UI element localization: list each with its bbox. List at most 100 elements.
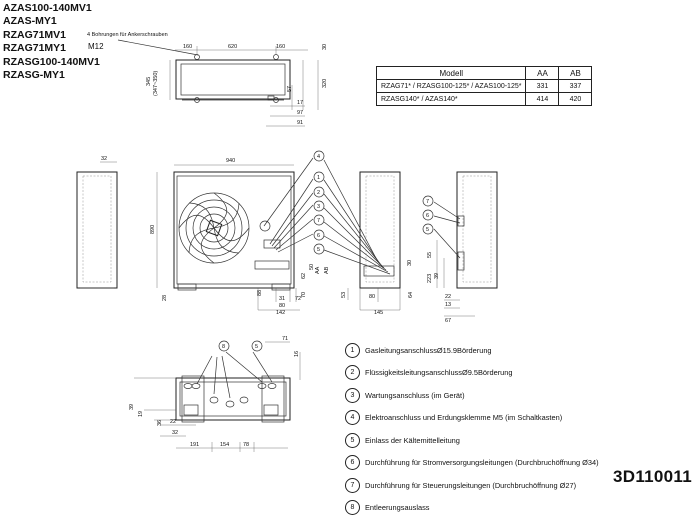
dim-label: 160	[276, 44, 285, 50]
dim-label: 57	[287, 86, 293, 92]
dim-label: 91	[297, 120, 303, 126]
legend-number-badge: 6	[345, 455, 360, 470]
front-view: 940 890 28 88 31 80 72 142 62 50 70 AA A…	[150, 151, 330, 316]
dim-label: 39	[434, 273, 440, 279]
svg-text:6: 6	[426, 213, 429, 219]
bottom-view: 8 5 71 16 39 19 36 22 32 191 154 78	[129, 336, 300, 452]
legend-item: 7 Durchführung für Steuerungsleitungen (…	[345, 474, 599, 497]
dim-label: 62	[301, 273, 307, 279]
callout-8: 8	[219, 341, 229, 351]
svg-text:2: 2	[317, 190, 320, 196]
legend-item: 6 Durchführung für Stromversorgungsleitu…	[345, 452, 599, 475]
anchor-hole	[274, 55, 279, 60]
dim-label: 55	[427, 252, 433, 258]
dim-label: 320	[322, 79, 328, 88]
dim-label: 28	[162, 295, 168, 301]
dim-label: 16	[294, 351, 300, 357]
dim-label: 223	[427, 274, 433, 283]
svg-text:3: 3	[317, 204, 320, 210]
legend-number-badge: 7	[345, 478, 360, 493]
legend-number-badge: 2	[345, 365, 360, 380]
svg-text:5: 5	[255, 344, 258, 350]
dim-label: 32	[101, 156, 107, 162]
callout-5: 5	[252, 341, 262, 351]
dim-label: 80	[279, 303, 285, 309]
dim-label: 17	[297, 100, 303, 106]
legend-text: Durchführung für Steuerungsleitungen (Du…	[365, 481, 576, 490]
legend-text: Wartungsanschluss (im Gerät)	[365, 391, 465, 400]
dim-label: 19	[138, 411, 144, 417]
dim-label: AB	[324, 266, 330, 274]
callout-7: 7	[423, 196, 433, 206]
dim-label: 78	[243, 442, 249, 448]
dim-label: 88	[257, 290, 263, 296]
legend-item: 1 GasleitungsanschlussØ15.9Börderung	[345, 339, 599, 362]
svg-text:8: 8	[222, 344, 225, 350]
top-view-outline	[176, 60, 290, 99]
front-view-outline	[174, 172, 294, 288]
callout-2: 2	[314, 187, 324, 197]
dim-label: 30	[322, 44, 328, 50]
port-icon	[260, 221, 270, 231]
dim-label: 70	[301, 292, 307, 298]
dim-label: 80	[369, 294, 375, 300]
dim-label: 22	[170, 419, 176, 425]
drawing-code: 3D110011	[613, 467, 692, 487]
dim-label: 620	[228, 44, 237, 50]
dim-label: 31	[279, 296, 285, 302]
legend-number-badge: 1	[345, 343, 360, 358]
dim-label: 191	[190, 442, 199, 448]
callout-6: 6	[314, 230, 324, 240]
rear-view: 7 6 5 55 223 39 22 13 67	[423, 172, 497, 324]
dim-label: 97	[297, 110, 303, 116]
callout-1: 1	[314, 172, 324, 182]
svg-text:1: 1	[317, 175, 320, 181]
dim-label: AA	[315, 266, 321, 274]
legend-text: FlüssigkeitsleitungsanschlussØ9.5Börderu…	[365, 368, 512, 377]
svg-text:7: 7	[317, 218, 320, 224]
legend-item: 4 Elektroanschluss und Erdungsklemme M5 …	[345, 407, 599, 430]
dim-label: (347~350)	[153, 71, 159, 96]
callout-5: 5	[423, 224, 433, 234]
legend-text: GasleitungsanschlussØ15.9Börderung	[365, 346, 492, 355]
svg-text:5: 5	[426, 227, 429, 233]
callout-5: 5	[314, 244, 324, 254]
legend-text: Elektroanschluss und Erdungsklemme M5 (i…	[365, 413, 562, 422]
svg-text:6: 6	[317, 233, 320, 239]
right-side-view: 53 80 145 64 30	[324, 160, 414, 316]
top-view-inner	[181, 64, 285, 95]
legend-text: Einlass der Kältemittelleitung	[365, 436, 460, 445]
dim-label: 32	[172, 430, 178, 436]
dim-label: 39	[129, 404, 135, 410]
dim-label: 64	[408, 292, 414, 298]
dim-label: 67	[445, 318, 451, 324]
top-view: 160 620 160 30 345 (347~350) 57 320 17 9…	[118, 40, 328, 126]
dim-label: 154	[220, 442, 229, 448]
callout-3: 3	[314, 201, 324, 211]
dim-label: 160	[183, 44, 192, 50]
anchor-hole	[195, 55, 200, 60]
legend-number-badge: 5	[345, 433, 360, 448]
dim-label: 30	[407, 260, 413, 266]
legend-text: Durchführung für Stromversorgungsleitung…	[365, 458, 599, 467]
callout-7: 7	[314, 215, 324, 225]
legend-text: Entleerungsauslass	[365, 503, 430, 512]
dim-label: 142	[276, 310, 285, 316]
dim-label: 53	[341, 292, 347, 298]
dim-label: 71	[282, 336, 288, 342]
dim-label: 345	[146, 77, 152, 86]
legend-number-badge: 3	[345, 388, 360, 403]
callout-4: 4	[314, 151, 324, 161]
svg-text:4: 4	[317, 154, 320, 160]
dim-label: 940	[226, 158, 235, 164]
dim-label: 22	[445, 294, 451, 300]
svg-text:7: 7	[426, 199, 429, 205]
legend-number-badge: 8	[345, 500, 360, 515]
left-side-view: 32	[77, 156, 117, 288]
legend-item: 5 Einlass der Kältemittelleitung	[345, 429, 599, 452]
dim-label: 145	[374, 310, 383, 316]
dim-label: 13	[445, 302, 451, 308]
legend-item: 3 Wartungsanschluss (im Gerät)	[345, 384, 599, 407]
callout-6: 6	[423, 210, 433, 220]
legend-number-badge: 4	[345, 410, 360, 425]
